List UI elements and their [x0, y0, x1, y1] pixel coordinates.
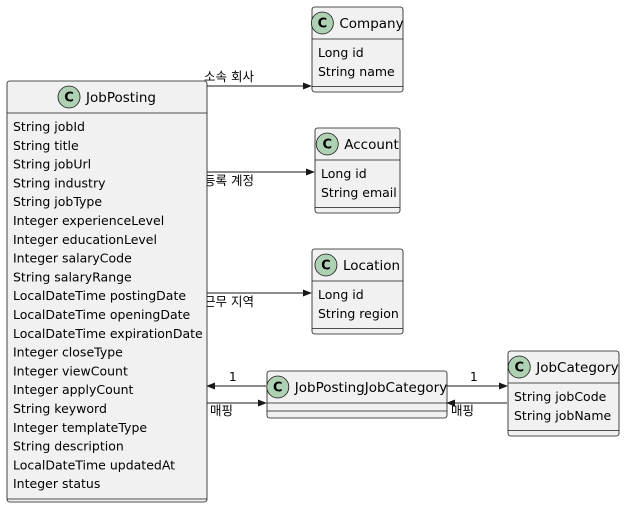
- edge-label-jc-mapping: 매핑: [451, 403, 474, 418]
- class-box: [6, 80, 208, 503]
- class-name: Location: [343, 258, 400, 274]
- class-attribute: String name: [318, 64, 395, 79]
- relation-location: 근무 지역: [204, 289, 312, 309]
- class-badge-icon: [57, 85, 81, 109]
- class-attribute: String region: [318, 306, 399, 321]
- class-box: [311, 6, 404, 93]
- class-box: [507, 350, 620, 437]
- class-badge-letter: C: [318, 17, 328, 32]
- class-attribute: String jobUrl: [13, 157, 91, 172]
- class-attribute: String title: [13, 138, 79, 153]
- class-box: [266, 370, 448, 419]
- class-attribute: Long id: [321, 166, 367, 181]
- multiplicity-jobposting: 1: [229, 370, 237, 384]
- class-attribute: Long id: [318, 45, 364, 60]
- class-attribute: String keyword: [13, 401, 107, 416]
- class-badge-icon: [266, 375, 290, 399]
- edge-label-account: 등록 계정: [204, 173, 254, 188]
- relation-jobposting-mapping: 1 매핑: [206, 370, 267, 418]
- class-attribute: LocalDateTime expirationDate: [13, 326, 203, 341]
- class-attribute: Integer educationLevel: [13, 232, 157, 247]
- class-attribute: String jobType: [13, 194, 102, 209]
- edge-label-jp-mapping: 매핑: [210, 403, 233, 418]
- class-name: JobPostingJobCategory: [294, 380, 447, 396]
- class-attribute: LocalDateTime openingDate: [13, 307, 191, 322]
- class-badge-icon: [315, 132, 339, 156]
- class-badge-letter: C: [273, 381, 283, 396]
- class-attribute: Long id: [318, 287, 364, 302]
- class-attribute: LocalDateTime updatedAt: [13, 457, 175, 472]
- class-attribute: String description: [13, 439, 124, 454]
- class-attribute: Integer closeType: [13, 345, 123, 360]
- relation-account: 등록 계정: [204, 168, 315, 188]
- class-attribute: String salaryRange: [13, 269, 132, 284]
- class-attribute: String jobCode: [514, 389, 607, 404]
- class-attribute: Integer applyCount: [13, 382, 134, 397]
- class-badge-icon: [310, 11, 334, 35]
- multiplicity-jobcategory: 1: [470, 370, 478, 384]
- class-attribute: Integer status: [13, 476, 100, 491]
- class-badge-letter: C: [322, 138, 332, 153]
- class-badge-icon: [507, 355, 531, 379]
- class-jobpostingjobcategory: C JobPostingJobCategory: [266, 370, 448, 419]
- class-attribute: String jobName: [514, 408, 612, 423]
- relation-company: 소속 회사: [204, 69, 312, 90]
- class-attribute: Integer templateType: [13, 420, 147, 435]
- class-badge-letter: C: [514, 361, 524, 376]
- edge-label-location: 근무 지역: [204, 294, 254, 309]
- class-badge-letter: C: [321, 259, 331, 274]
- class-name: JobCategory: [535, 360, 618, 376]
- class-name: Account: [344, 137, 399, 153]
- edge-label-company: 소속 회사: [204, 69, 254, 84]
- class-attribute: Integer experienceLevel: [13, 213, 164, 228]
- class-attribute: String jobId: [13, 119, 85, 134]
- class-attribute: String industry: [13, 175, 106, 190]
- class-name: JobPosting: [85, 90, 156, 106]
- class-attribute: Integer salaryCode: [13, 251, 132, 266]
- class-attribute: String email: [321, 185, 397, 200]
- class-attribute: Integer viewCount: [13, 363, 128, 378]
- class-name: Company: [339, 16, 403, 32]
- class-badge-letter: C: [64, 91, 74, 106]
- relation-jobcategory-mapping: 1 매핑: [446, 370, 508, 418]
- class-badge-icon: [314, 253, 338, 277]
- class-attribute: LocalDateTime postingDate: [13, 288, 186, 303]
